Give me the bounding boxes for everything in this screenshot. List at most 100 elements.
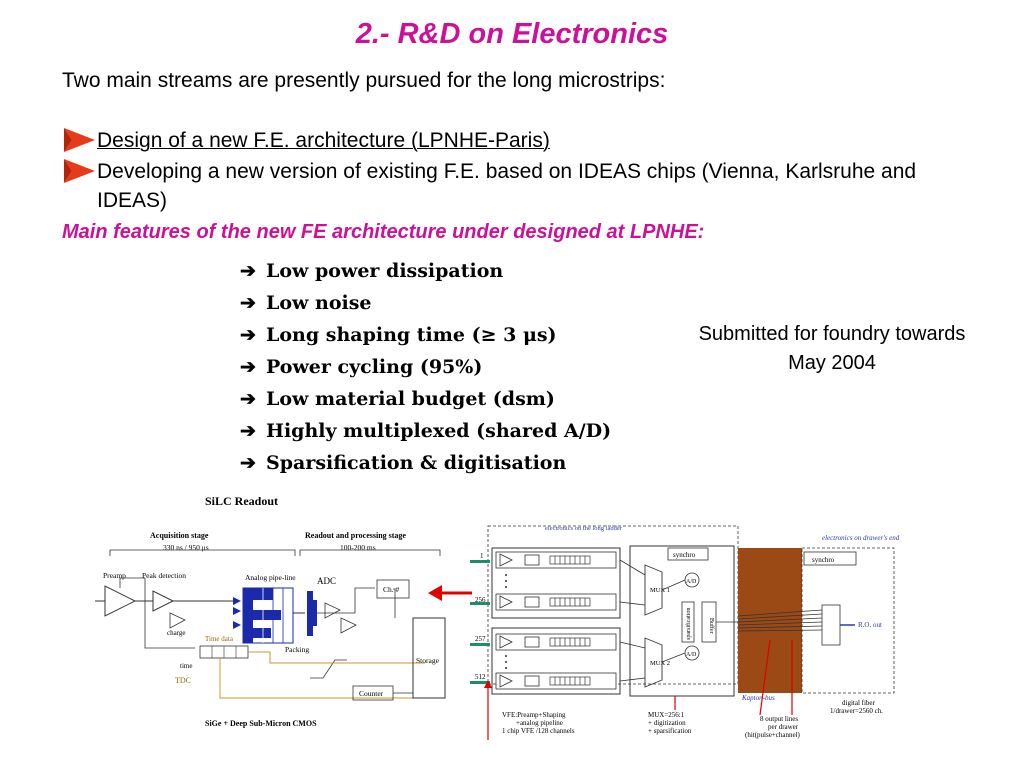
mux-2 [644, 637, 663, 688]
channel-input [470, 643, 490, 646]
channel-lane [495, 633, 617, 651]
output-note-line: 8 output lines [760, 715, 798, 723]
intro-text: Two main streams are presently pursued f… [62, 69, 666, 92]
channel-label: 257 [475, 635, 486, 643]
counter-label: Counter [359, 689, 384, 698]
mux-1-label: MUX 1 [650, 587, 670, 594]
features-heading: Main features of the new FE architecture… [62, 221, 705, 243]
feature-text: Long shaping time (≥ 3 μs) [266, 324, 557, 346]
right-arrow-icon: ➔ [240, 388, 256, 410]
preamp-icon [499, 553, 513, 567]
arrowhead [233, 621, 241, 629]
channel-label: 256 [475, 596, 486, 604]
mux-note-line: + digitization [648, 719, 686, 727]
sparsification-label: sparsification [685, 608, 692, 640]
channel-lane [495, 551, 617, 569]
slide-title-text: 2.- R&D on Electronics [355, 18, 669, 50]
adc-label: A/D [686, 579, 697, 585]
right-arrow-icon: ➔ [240, 292, 256, 314]
ladder-header: electronics on the long ladder [545, 525, 623, 532]
technology-footer: SiGe + Deep Sub-Micron CMOS [205, 719, 317, 728]
preamp-label: Preamp [103, 571, 126, 580]
preamp-icon [499, 674, 513, 688]
storage-label: Storage [416, 656, 440, 665]
acquisition-bracket [109, 549, 296, 556]
foundry-note: Submitted for foundry towards May 2004 [698, 323, 966, 374]
time-bus [248, 651, 425, 664]
preamp-icon [499, 595, 513, 609]
pipeline-cells [549, 555, 591, 686]
tdc-label: TDC [175, 676, 191, 685]
feature-text: Low material budget (dsm) [266, 388, 555, 410]
vfe-note-line: +analog pipeline [516, 719, 563, 727]
charge-label: charge [167, 629, 186, 637]
storage-box [412, 617, 446, 699]
pipeline-cells [253, 628, 271, 638]
charge-comparator [169, 612, 186, 629]
ellipsis-dots [505, 574, 507, 669]
feature-item: ➔Power cycling (95%) [240, 356, 482, 378]
feedback-wire [119, 577, 146, 601]
wire [317, 587, 375, 614]
arrowhead-bullet-icon [64, 159, 95, 183]
synchro-label: synchro [812, 556, 835, 564]
adc-block [307, 591, 313, 636]
adc-label: A/D [686, 652, 697, 658]
ro-out-label: R.O. out [858, 621, 882, 629]
channel-number-label: Ch. # [383, 585, 400, 594]
feature-item: ➔ Low material budget (dsm) [240, 388, 555, 410]
shaper-icon [524, 596, 540, 608]
vfe-block [491, 627, 621, 695]
kapton-label: Kapton-bus [741, 694, 775, 702]
right-arrow-icon: ➔ [240, 324, 256, 346]
fiber-note-line: 1/drawer=2560 ch. [830, 707, 883, 715]
silc-readout-diagram: SiLC Readout Acquisition stage 330 ns / … [95, 494, 446, 728]
annotation-arrow [759, 639, 771, 716]
shaper-icon [524, 554, 540, 566]
sparsification-box [681, 601, 695, 643]
arrowhead [484, 680, 492, 688]
red-left-arrow-icon [428, 585, 472, 601]
vfe-block [491, 547, 621, 619]
channel-input [470, 681, 490, 684]
feature-item: ➔ Low noise [240, 292, 372, 314]
pipeline-cells [243, 588, 253, 643]
processing-block [629, 545, 735, 697]
diagram-title: SiLC Readout [205, 494, 278, 508]
shaper-icon [524, 675, 540, 687]
processing-wires [619, 559, 738, 682]
channel-number-box [376, 579, 410, 599]
mux-1 [644, 564, 663, 616]
right-arrow-icon: ➔ [240, 452, 256, 474]
channel-label: 512 [475, 673, 486, 681]
feature-text: Low noise [266, 292, 372, 314]
readout-time: 100-200 ms [340, 543, 376, 552]
readout-bracket [299, 549, 441, 556]
pipeline-cells [253, 610, 281, 620]
synchro-box [667, 547, 709, 561]
drawer-buffer [821, 604, 841, 646]
bullet-1: Design of a new F.E. architecture (LPNHE… [62, 126, 962, 156]
output-note-line: per drawer [768, 723, 799, 731]
peak-detector-triangle [152, 590, 175, 612]
drawer-boundary [801, 547, 895, 694]
channel-label: 1 [480, 552, 484, 560]
fiber-note-line: digital fiber [842, 699, 876, 707]
feature-text: Power cycling (95%) [266, 356, 483, 378]
peak-detection-label: Peak detection [142, 571, 186, 580]
analog-pipeline-label: Analog pipe-line [245, 573, 296, 582]
output-note-line: (hit(pulse+channel) [745, 731, 801, 739]
channel-lane [495, 593, 617, 611]
arrowhead [233, 607, 241, 615]
preamp-triangle [104, 585, 137, 617]
time-data-label: Time data [205, 635, 234, 643]
time-label: time [180, 662, 192, 670]
slide-title: 2.- R&D on Electronics [0, 18, 1024, 51]
feature-text: Highly multiplexed (shared A/D) [266, 420, 612, 442]
adc-comparator [340, 617, 357, 634]
preamp-icon [499, 635, 513, 649]
output-lines [737, 609, 823, 632]
bullet-2-text: Developing a new version of existing F.E… [97, 160, 917, 212]
channel-lane [495, 672, 617, 690]
time-bus [219, 658, 425, 699]
